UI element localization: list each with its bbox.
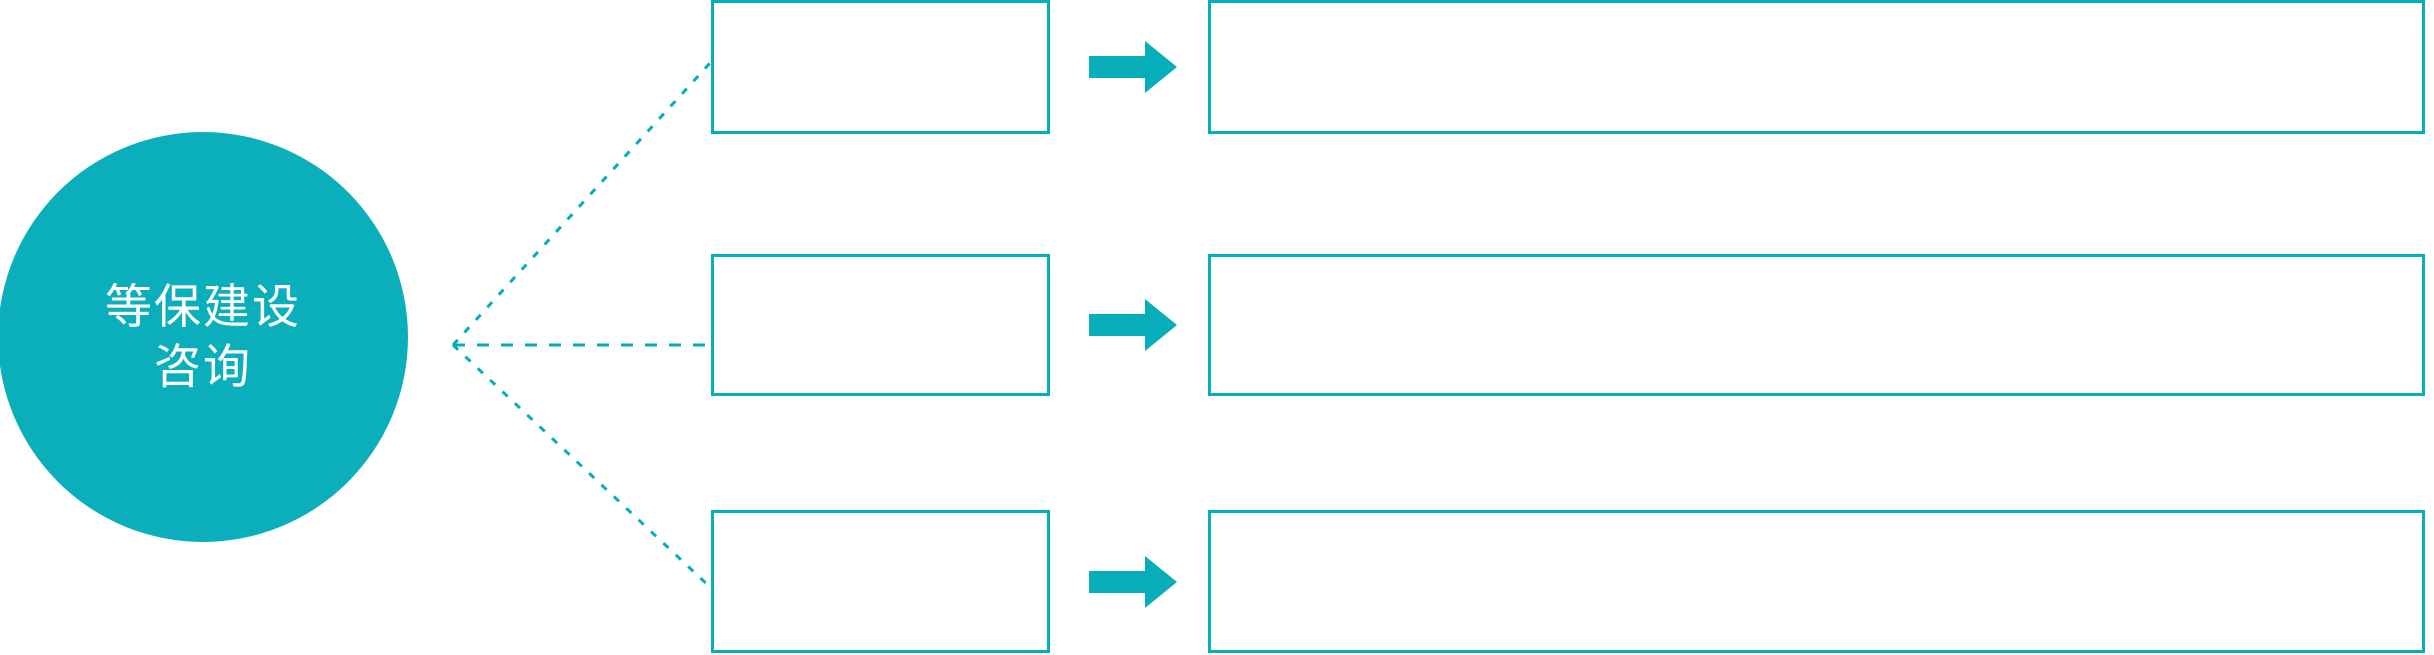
category-box-1[interactable] [711,0,1050,134]
hub-title-line-2: 咨询 [154,340,252,393]
category-box-2[interactable] [711,254,1050,396]
arrow-right-icon-1 [1089,41,1177,93]
connector-line-bottom [451,343,713,590]
detail-box-2[interactable] [1208,254,2425,396]
connector-line-top [451,60,713,347]
hub-title-line-1: 等保建设 [105,279,301,333]
detail-box-1[interactable] [1208,0,2425,134]
arrow-right-icon-2 [1089,299,1177,351]
hub-circle[interactable]: 等保建设 咨询 [0,132,408,542]
category-box-3[interactable] [711,510,1050,653]
detail-box-3[interactable] [1208,510,2425,653]
arrow-right-icon-3 [1089,556,1177,608]
